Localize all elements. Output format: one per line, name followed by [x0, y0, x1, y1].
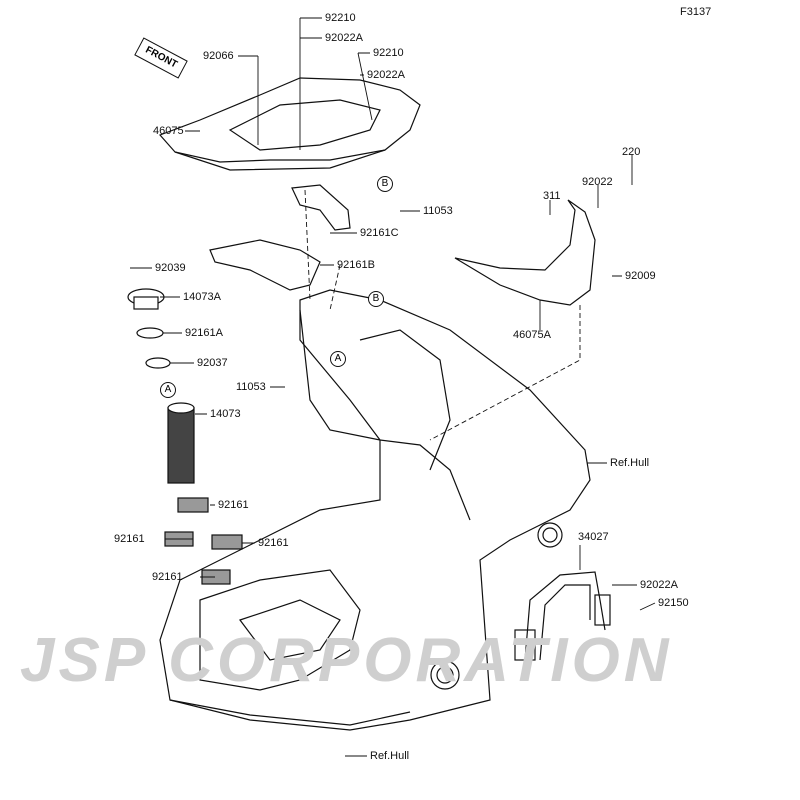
part-label-311: 311	[543, 190, 561, 202]
part-label-220: 220	[622, 146, 641, 158]
callout-a: A	[330, 351, 346, 367]
part-label-92022a: 92022A	[325, 32, 363, 44]
figure-id: F3137	[680, 6, 712, 18]
part-label-92066: 92066	[203, 50, 234, 62]
part-label-92161: 92161	[258, 537, 289, 549]
part-label-92210: 92210	[373, 47, 404, 59]
ref-hull-label: Ref.Hull	[610, 457, 650, 469]
callout-b: B	[377, 176, 393, 192]
part-label-92037: 92037	[197, 357, 228, 369]
part-label-92161: 92161	[114, 533, 145, 545]
part-label-92161: 92161	[152, 571, 183, 583]
cowl-46075a	[454, 199, 596, 306]
part-label-14073a: 14073A	[183, 291, 221, 303]
ref-hull-label: Ref.Hull	[370, 750, 410, 762]
seat-46075	[158, 77, 421, 163]
part-label-11053: 11053	[423, 205, 453, 217]
part-label-92150: 92150	[658, 597, 689, 609]
part-label-92039: 92039	[155, 262, 186, 274]
part-label-92022: 92022	[582, 176, 613, 188]
part-label-92161c: 92161C	[360, 227, 399, 239]
part-label-92161b: 92161B	[337, 259, 375, 271]
gasket-92161c	[291, 184, 351, 231]
callout-b: B	[368, 291, 384, 307]
grab-handle-34027	[524, 571, 606, 661]
part-label-92009: 92009	[625, 270, 656, 282]
part-label-14073: 14073	[210, 408, 241, 420]
part-label-92161a: 92161A	[185, 327, 223, 339]
watermark: JSP CORPORATION	[20, 626, 673, 695]
part-label-92022a: 92022A	[640, 579, 678, 591]
hull	[159, 289, 591, 731]
gasket-92161b	[209, 239, 321, 291]
part-label-92022a: 92022A	[367, 69, 405, 81]
part-label-11053: 11053	[236, 381, 266, 393]
callout-a: A	[160, 382, 176, 398]
part-label-92161: 92161	[218, 499, 249, 511]
filler-hose-14073	[167, 407, 195, 484]
part-label-46075: 46075	[153, 125, 184, 137]
part-label-46075a: 46075A	[513, 329, 551, 341]
part-label-34027: 34027	[578, 531, 609, 543]
part-label-92210: 92210	[325, 12, 356, 24]
